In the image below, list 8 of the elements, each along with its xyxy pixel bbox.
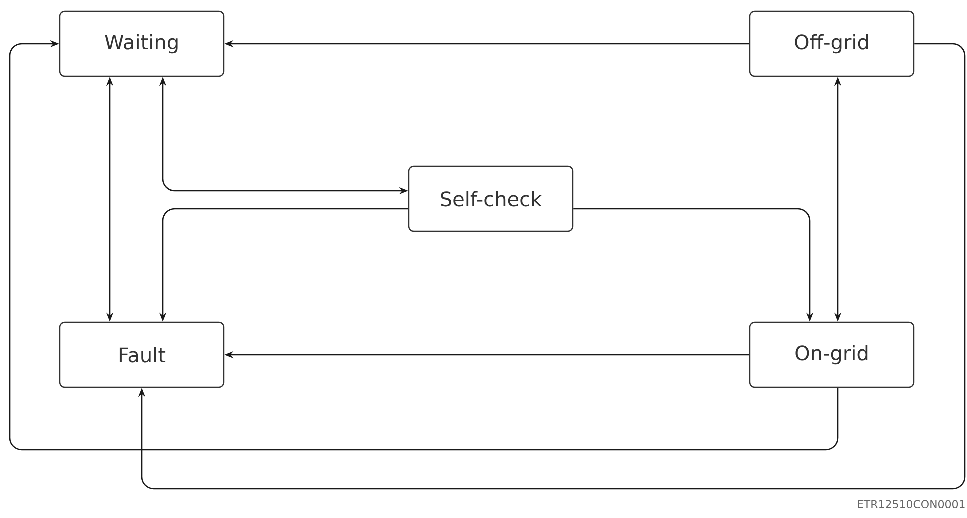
arrow (9, 40, 839, 451)
state-box: Waiting (59, 10, 225, 78)
state-box: Fault (59, 322, 225, 388)
state-box: Self-check (408, 166, 574, 232)
figure-code: ETR12510CON0001 (858, 500, 965, 508)
state-box: Off-grid (749, 10, 915, 78)
state-box: On-grid (749, 322, 915, 388)
arrow (138, 43, 966, 490)
